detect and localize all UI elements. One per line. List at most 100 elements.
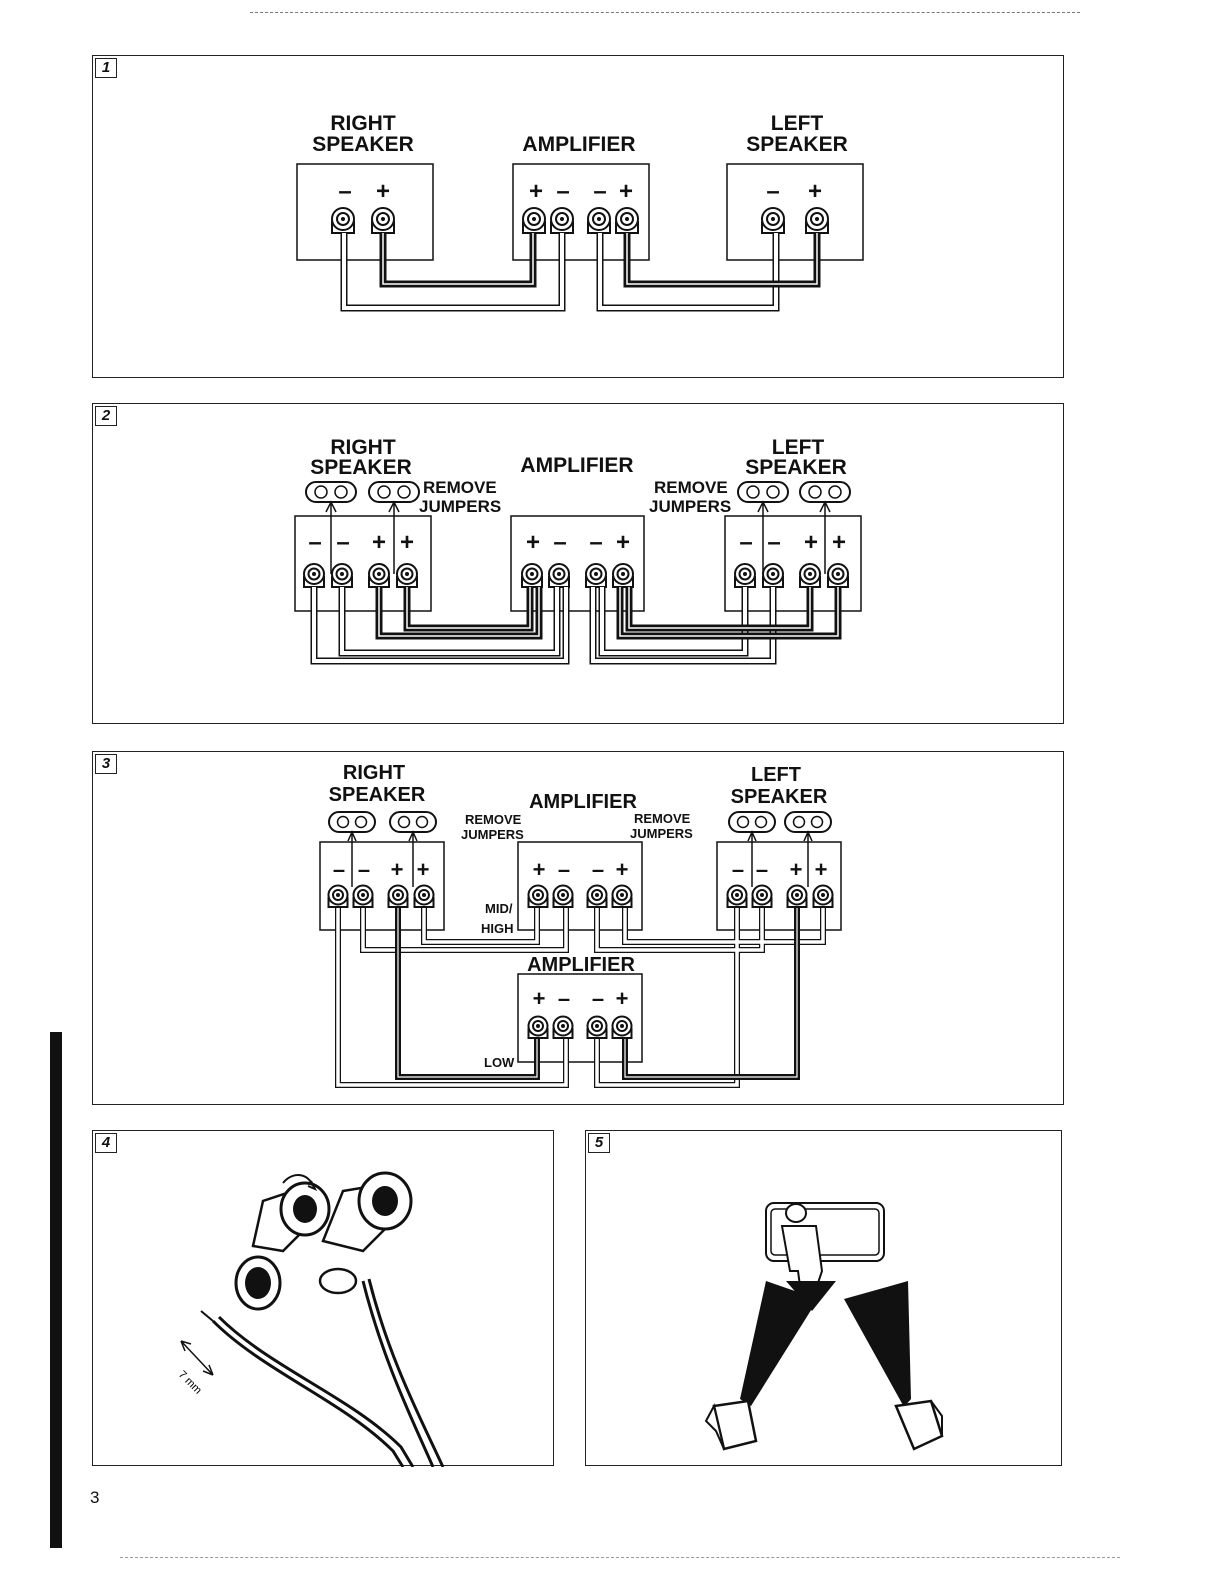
speaker-label: SPEAKER — [329, 784, 426, 806]
terminal — [554, 886, 573, 908]
terminal — [554, 1017, 573, 1039]
terminal — [728, 886, 747, 908]
jumper — [306, 482, 356, 502]
terminal — [329, 886, 348, 908]
terminal — [800, 564, 820, 587]
terminal — [588, 886, 607, 908]
plus-sign: + — [790, 857, 803, 882]
high-label: HIGH — [481, 921, 514, 936]
right-speaker-icon — [896, 1401, 942, 1449]
minus-sign: – — [756, 857, 768, 882]
minus-sign: – — [732, 857, 744, 882]
terminal — [304, 564, 324, 587]
plus-sign: + — [616, 857, 629, 882]
plus-sign: + — [372, 529, 386, 556]
terminal — [529, 1017, 548, 1039]
speaker-label: SPEAKER — [746, 133, 848, 156]
left-speaker-box — [727, 164, 863, 260]
minus-sign: – — [589, 529, 602, 556]
remove-label: REMOVE — [465, 812, 522, 827]
terminal — [329, 812, 375, 832]
minus-sign: – — [338, 178, 351, 205]
minus-sign: – — [308, 529, 321, 556]
wiring-diagram-2: RIGHT SPEAKER AMPLIFIER LEFT SPEAKER REM… — [93, 404, 1065, 725]
terminal — [389, 886, 408, 908]
panel-3: 3 RIGHT SPEAKER AMPLIFIER LEFT SPEAKER R… — [92, 751, 1064, 1105]
amplifier-label: AMPLIFIER — [527, 954, 635, 976]
minus-sign: – — [739, 529, 752, 556]
mid-label: MID/ — [485, 901, 513, 916]
speaker-label: SPEAKER — [310, 456, 412, 479]
terminal — [763, 564, 783, 587]
minus-sign: – — [336, 529, 349, 556]
jumper — [738, 482, 788, 502]
minus-sign: – — [592, 986, 604, 1011]
jumpers-label: JUMPERS — [649, 497, 731, 516]
terminal — [729, 812, 775, 832]
binding-post-icon — [236, 1173, 411, 1309]
left-label: LEFT — [751, 764, 801, 786]
terminal — [814, 886, 833, 908]
jumpers-label: JUMPERS — [630, 826, 693, 841]
plus-sign: + — [417, 857, 430, 882]
margin-bar — [50, 1032, 62, 1548]
plus-sign: + — [616, 529, 630, 556]
plus-sign: + — [815, 857, 828, 882]
plus-sign: + — [616, 986, 629, 1011]
terminal — [788, 886, 807, 908]
plus-sign: + — [804, 529, 818, 556]
right-speaker-box — [297, 164, 433, 260]
panel-1: 1 RIGHT SPEAKER AMPLIFIER LEFT SPEAKER –… — [92, 55, 1064, 378]
measure-label: 7 mm — [176, 1369, 204, 1397]
bottom-rule — [120, 1557, 1120, 1558]
terminal — [529, 886, 548, 908]
plus-sign: + — [529, 178, 543, 205]
remove-label: REMOVE — [423, 478, 497, 497]
right-label: RIGHT — [330, 112, 396, 135]
terminal-connection-illustration: 7 mm — [93, 1131, 555, 1467]
terminal — [369, 564, 389, 587]
amplifier-label: AMPLIFIER — [529, 791, 637, 813]
remove-label: REMOVE — [654, 478, 728, 497]
panel-5: 5 — [585, 1130, 1062, 1466]
minus-sign: – — [553, 529, 566, 556]
jumper — [369, 482, 419, 502]
plus-sign: + — [619, 178, 633, 205]
wiring-diagram-1: RIGHT SPEAKER AMPLIFIER LEFT SPEAKER – +… — [93, 56, 1065, 379]
terminal — [415, 886, 434, 908]
terminal — [753, 886, 772, 908]
plus-sign: + — [400, 529, 414, 556]
right-label: RIGHT — [343, 762, 405, 784]
terminal — [588, 1017, 607, 1039]
terminal — [828, 564, 848, 587]
terminal — [613, 886, 632, 908]
terminal — [390, 812, 436, 832]
minus-sign: – — [592, 857, 604, 882]
minus-sign: – — [558, 857, 570, 882]
jumpers-label: JUMPERS — [461, 827, 524, 842]
speaker-label: SPEAKER — [745, 456, 847, 479]
minus-sign: – — [767, 529, 780, 556]
minus-sign: – — [593, 178, 606, 205]
plus-sign: + — [526, 529, 540, 556]
minus-sign: – — [558, 986, 570, 1011]
speaker-label: SPEAKER — [731, 786, 828, 808]
panel-2: 2 RIGHT SPEAKER AMPLIFIER LEFT SPEAKER R… — [92, 403, 1064, 724]
right-sound-cone — [844, 1281, 911, 1407]
minus-sign: – — [358, 857, 370, 882]
panel-4: 4 7 mm — [92, 1130, 554, 1466]
left-label: LEFT — [771, 112, 824, 135]
plus-sign: + — [533, 986, 546, 1011]
plus-sign: + — [391, 857, 404, 882]
terminal — [397, 564, 417, 587]
terminal — [332, 564, 352, 587]
wiring-diagram-3: RIGHT SPEAKER AMPLIFIER LEFT SPEAKER REM… — [93, 752, 1065, 1106]
terminal — [735, 564, 755, 587]
low-label: LOW — [484, 1055, 515, 1070]
speaker-placement-illustration — [586, 1131, 1063, 1467]
minus-sign: – — [766, 178, 779, 205]
terminal — [354, 886, 373, 908]
plus-sign: + — [832, 529, 846, 556]
left-speaker-icon — [706, 1401, 756, 1449]
amplifier-label: AMPLIFIER — [522, 133, 635, 156]
